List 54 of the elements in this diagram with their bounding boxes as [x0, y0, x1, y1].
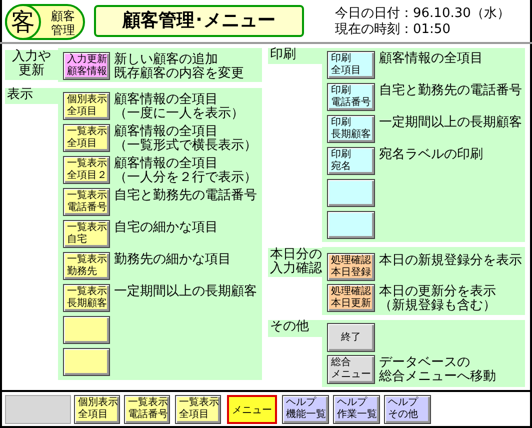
blank-button	[327, 211, 375, 239]
menu-button: 個別表示全項目	[74, 395, 120, 424]
menu-button: 総合メニュー	[327, 355, 375, 384]
menu-button: 一覧表示電話番号	[63, 188, 110, 216]
menu-button: ヘルプその他	[384, 395, 431, 424]
button-description: 本日の更新分を表示（新規登録も含む）	[379, 285, 497, 313]
menu-button: ヘルプ機能一覧	[282, 395, 329, 424]
status-text: 今日の日付：96.10.30（水）	[335, 6, 510, 21]
button-description: 新しい顧客の追加既存顧客の内容を変更	[114, 53, 245, 81]
section-heading: 印刷	[268, 48, 322, 64]
menu-button: 一覧表示全項目２	[63, 156, 110, 184]
section-heading: その他	[268, 320, 322, 337]
button-description: 一定期間以上の長期顧客	[114, 285, 258, 299]
menu-button: 個別表示全項目	[63, 92, 110, 120]
menu-button: メニュー	[227, 395, 277, 424]
badge-label: 顧客管理	[50, 9, 75, 37]
badge-glyph: 客	[5, 4, 41, 40]
blank-panel	[5, 395, 71, 424]
button-description: 自宅と勤務先の電話番号	[114, 189, 258, 203]
menu-button: 印刷長期顧客	[327, 115, 375, 143]
button-description: 本日の新規登録分を表示	[379, 254, 523, 268]
menu-button: 一覧表示勤務先	[63, 252, 110, 280]
menu-button: 印刷宛名	[327, 147, 375, 175]
button-description: 宛名ラベルの印刷	[379, 148, 484, 162]
button-description: 自宅の細かな項目	[114, 221, 219, 235]
blank-button	[63, 348, 110, 376]
blank-button	[63, 316, 110, 344]
button-description: 自宅と勤務先の電話番号	[379, 84, 523, 98]
menu-button: 印刷電話番号	[327, 83, 375, 111]
section-heading: 本日分の入力確認	[268, 248, 322, 277]
menu-button: 一覧表示電話番号	[124, 395, 170, 424]
menu-button: 処理確認本日登録	[327, 253, 375, 281]
section-heading: 入力や更新	[5, 50, 58, 80]
button-description: データベースの総合メニューへ移動	[379, 356, 497, 384]
button-description: 一定期間以上の長期顧客	[379, 116, 523, 130]
button-description: 顧客情報の全項目	[379, 52, 484, 66]
menu-button: 一覧表示長期顧客	[63, 284, 110, 312]
button-description: 勤務先の細かな項目	[114, 253, 232, 267]
app-badge	[5, 4, 85, 40]
menu-button: 一覧表示自宅	[63, 220, 110, 248]
menu-button: 印刷全項目	[327, 51, 375, 79]
menu-button: 一覧表示全項目	[175, 395, 221, 424]
title-box: 顧客管理･メニュー	[94, 5, 304, 37]
button-description: 顧客情報の全項目（一覧形式で横長表示）	[114, 125, 258, 153]
status-text: 現在の時刻：01:50	[335, 22, 450, 37]
button-description: 顧客情報の全項目（一人分を２行で表示）	[114, 157, 258, 185]
menu-button: 入力更新顧客情報	[63, 52, 110, 80]
button-description: 顧客情報の全項目（一度に一人を表示）	[114, 93, 245, 121]
menu-button: 処理確認本日更新	[327, 284, 375, 312]
blank-button	[327, 179, 375, 207]
section-heading: 表示	[5, 88, 58, 104]
menu-button: 一覧表示全項目	[63, 124, 110, 152]
menu-button: 終了	[327, 323, 375, 352]
menu-button: ヘルプ作業一覧	[333, 395, 380, 424]
